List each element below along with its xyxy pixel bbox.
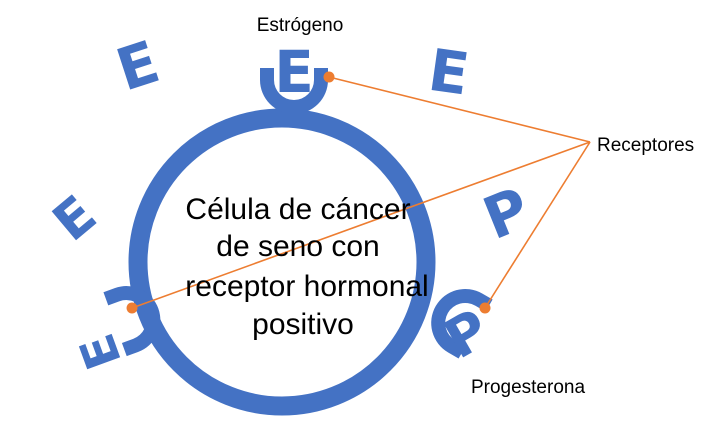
label-progesterona: Progesterona (471, 377, 586, 398)
label-receptores: Receptores (597, 135, 694, 156)
cell-text-line-2: de seno con (216, 230, 379, 263)
cell-membrane (128, 108, 436, 416)
estrogen-receptor-top (260, 68, 328, 114)
estrogen-glyph-bound-left: E (69, 326, 133, 376)
estrogen-glyph-free-left: E (108, 28, 167, 105)
progesterone-glyph-free: P (474, 174, 539, 253)
connector-dot-right (479, 302, 491, 314)
estrogen-glyph-bound-top: E (274, 38, 314, 106)
connector-line-top (328, 76, 591, 143)
receptor-connectors (131, 76, 591, 309)
progesterone-receptor-right (431, 289, 493, 359)
cell-text-line-4: positivo (252, 308, 354, 341)
connector-dot-left (126, 302, 138, 314)
connector-dot-top (323, 71, 335, 83)
estrogen-glyph-free-lower-left: E (42, 185, 108, 254)
estrogen-glyph-free-right: E (424, 36, 473, 109)
cell-text-line-3: receptor hormonal (185, 270, 428, 303)
connector-line-right (484, 141, 591, 309)
cell-text-line-1: Célula de cáncer (185, 193, 410, 226)
connector-line-left (131, 141, 591, 309)
label-estrogeno: Estrógeno (257, 15, 344, 36)
